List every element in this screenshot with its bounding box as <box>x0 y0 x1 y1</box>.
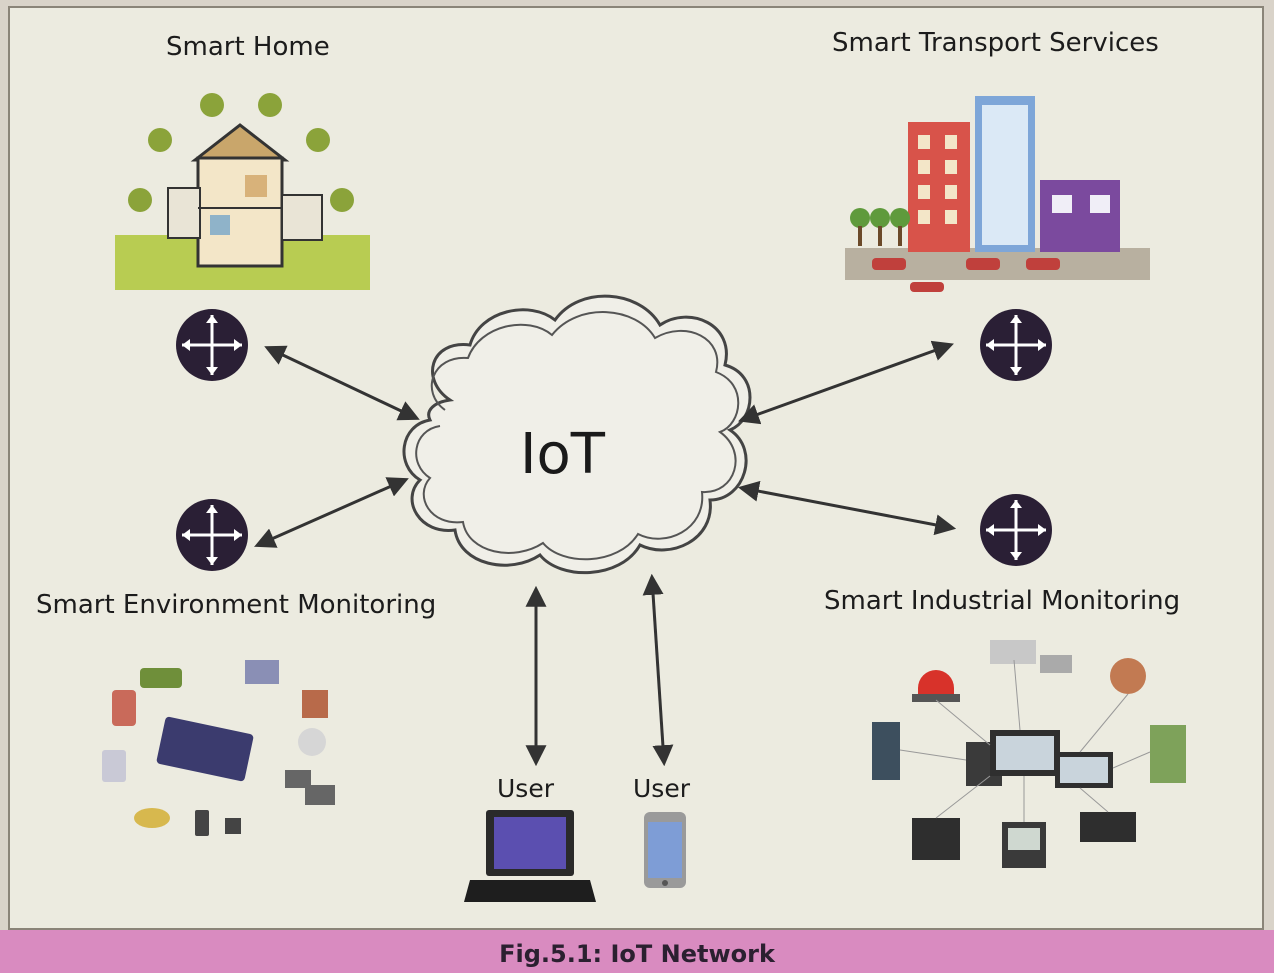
arrow-smart-environment <box>254 477 409 548</box>
iot-cloud-label: IoT <box>520 422 605 487</box>
arrow-user-phone <box>642 573 674 767</box>
label-smart-transport: Smart Transport Services <box>832 28 1159 58</box>
arrow-smart-industrial <box>737 480 957 536</box>
arrow-smart-home <box>264 345 420 421</box>
label-smart-environment: Smart Environment Monitoring <box>36 590 437 620</box>
laptop-icon <box>464 810 596 902</box>
router-icon <box>174 307 250 383</box>
router-icon <box>978 307 1054 383</box>
figure-caption: Fig.5.1: IoT Network <box>499 940 775 968</box>
caption-bar <box>0 930 1274 973</box>
smartphone-icon <box>644 812 686 888</box>
cloud-icon <box>402 294 752 575</box>
industrial-devices-icon <box>872 640 1186 868</box>
label-user-laptop: User <box>497 774 554 803</box>
arrow-smart-transport <box>738 340 954 425</box>
city-buildings-icon <box>845 96 1150 292</box>
router-icon <box>978 492 1054 568</box>
router-icon <box>174 497 250 573</box>
diagram-canvas <box>102 93 1186 902</box>
label-smart-home: Smart Home <box>166 32 330 62</box>
sensor-devices-icon <box>102 660 335 836</box>
label-user-phone: User <box>633 774 690 803</box>
house-icon <box>115 93 370 290</box>
label-smart-industrial: Smart Industrial Monitoring <box>824 586 1181 616</box>
